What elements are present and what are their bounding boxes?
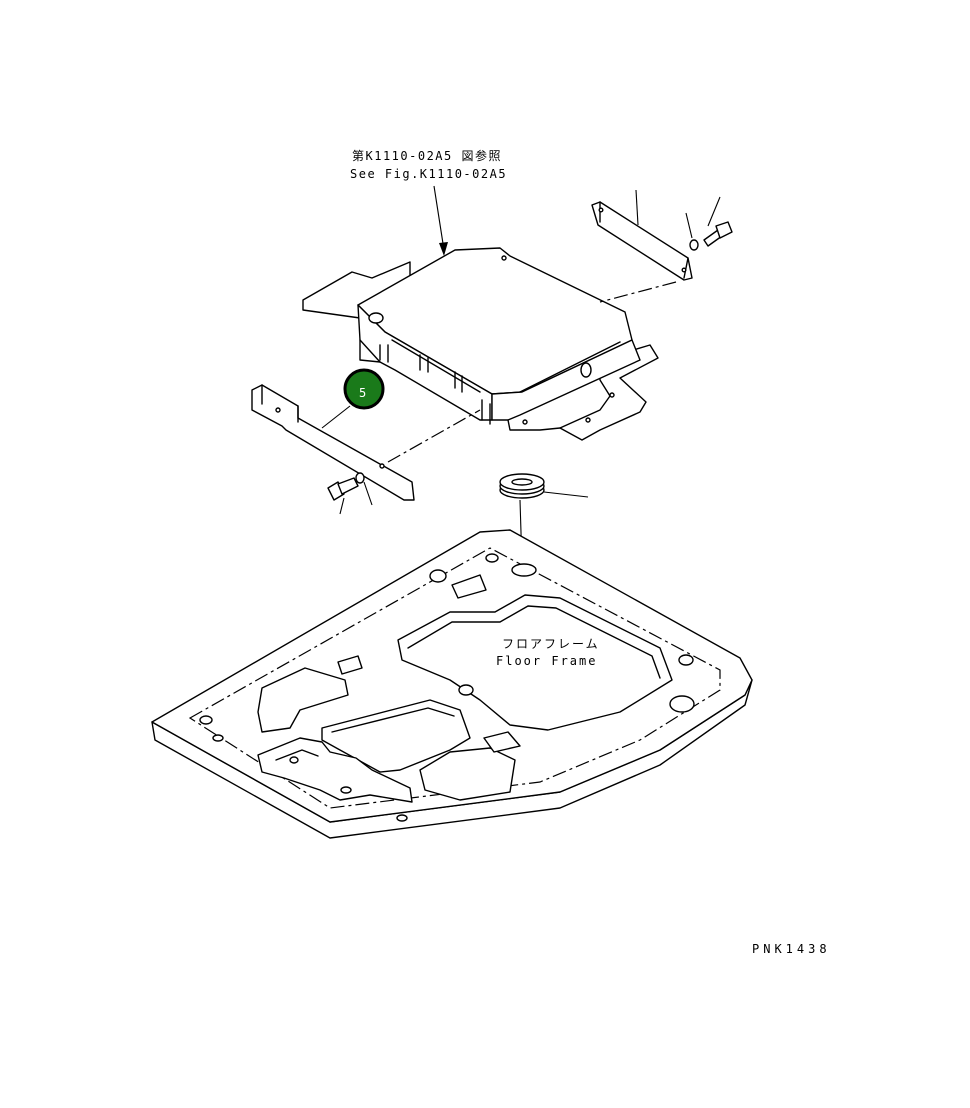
callout-badge[interactable]: 5 <box>343 368 385 410</box>
left-bracket <box>251 384 481 515</box>
floor-frame-label-jp: フロアフレーム <box>502 637 600 651</box>
floor-frame-label-en: Floor Frame <box>496 654 597 668</box>
drawing-code: PNK1438 <box>752 942 831 956</box>
washer-icon-2 <box>355 472 365 484</box>
callout-number: 5 <box>359 386 366 400</box>
reference-label-jp: 第K1110-02A5 図参照 <box>352 148 502 163</box>
floor-frame <box>151 529 753 839</box>
right-bracket <box>591 189 733 303</box>
grommet <box>499 473 589 566</box>
controller-box <box>302 185 659 441</box>
callout-circle[interactable] <box>343 368 385 410</box>
reference-label-en: See Fig.K1110-02A5 <box>350 167 507 181</box>
washer-icon <box>689 239 699 251</box>
